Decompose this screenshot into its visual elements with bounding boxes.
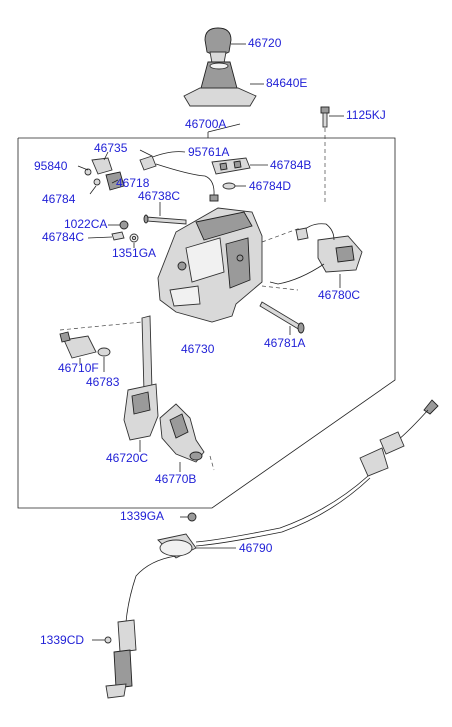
label-46784c: 46784C <box>42 230 85 244</box>
clip-46784d <box>222 182 246 190</box>
clip-46784b <box>211 157 268 175</box>
solenoid-46780c <box>269 223 363 288</box>
label-46784d: 46784D <box>249 179 292 193</box>
label-95761a: 95761A <box>188 145 230 159</box>
switch-bracket-cluster <box>77 151 125 195</box>
label-46783: 46783 <box>86 375 120 389</box>
shift-cable-46790 <box>92 399 439 699</box>
label-46770b: 46770B <box>155 472 197 486</box>
assembly-boundary <box>17 137 396 509</box>
pin-46738c <box>143 202 187 225</box>
nut-washer-group <box>87 220 139 248</box>
label-46780c: 46780C <box>318 288 361 302</box>
label-1339ga: 1339GA <box>120 509 165 523</box>
shift-lever-46720c <box>123 315 159 452</box>
bolt-1125kj <box>320 106 344 205</box>
pin-46781a <box>259 301 305 335</box>
harness-95761a <box>139 151 219 202</box>
lever-46710f <box>59 321 143 372</box>
label-46784b: 46784B <box>270 158 312 172</box>
label-46720: 46720 <box>248 36 282 50</box>
shifter-housing-46730 <box>157 207 301 323</box>
label-1022ca: 1022CA <box>64 217 108 231</box>
cable-bracket-46770b <box>159 403 215 472</box>
label-1125kj: 1125KJ <box>346 108 386 122</box>
label-46735: 46735 <box>94 141 128 155</box>
label-46784: 46784 <box>42 192 76 206</box>
label-84640e: 84640E <box>266 76 308 90</box>
label-46738c: 46738C <box>138 189 181 203</box>
label-46790: 46790 <box>239 541 273 555</box>
shift-boot <box>183 61 264 107</box>
label-46700a: 46700A <box>185 117 227 131</box>
shift-knob <box>204 27 246 64</box>
label-46718: 46718 <box>116 176 150 190</box>
label-46710f: 46710F <box>58 361 99 375</box>
label-1339cd: 1339CD <box>40 633 85 647</box>
label-46720c: 46720C <box>106 451 149 465</box>
label-95840: 95840 <box>34 159 68 173</box>
label-1351ga: 1351GA <box>112 246 157 260</box>
label-46730: 46730 <box>181 342 215 356</box>
label-46781a: 46781A <box>264 336 306 350</box>
